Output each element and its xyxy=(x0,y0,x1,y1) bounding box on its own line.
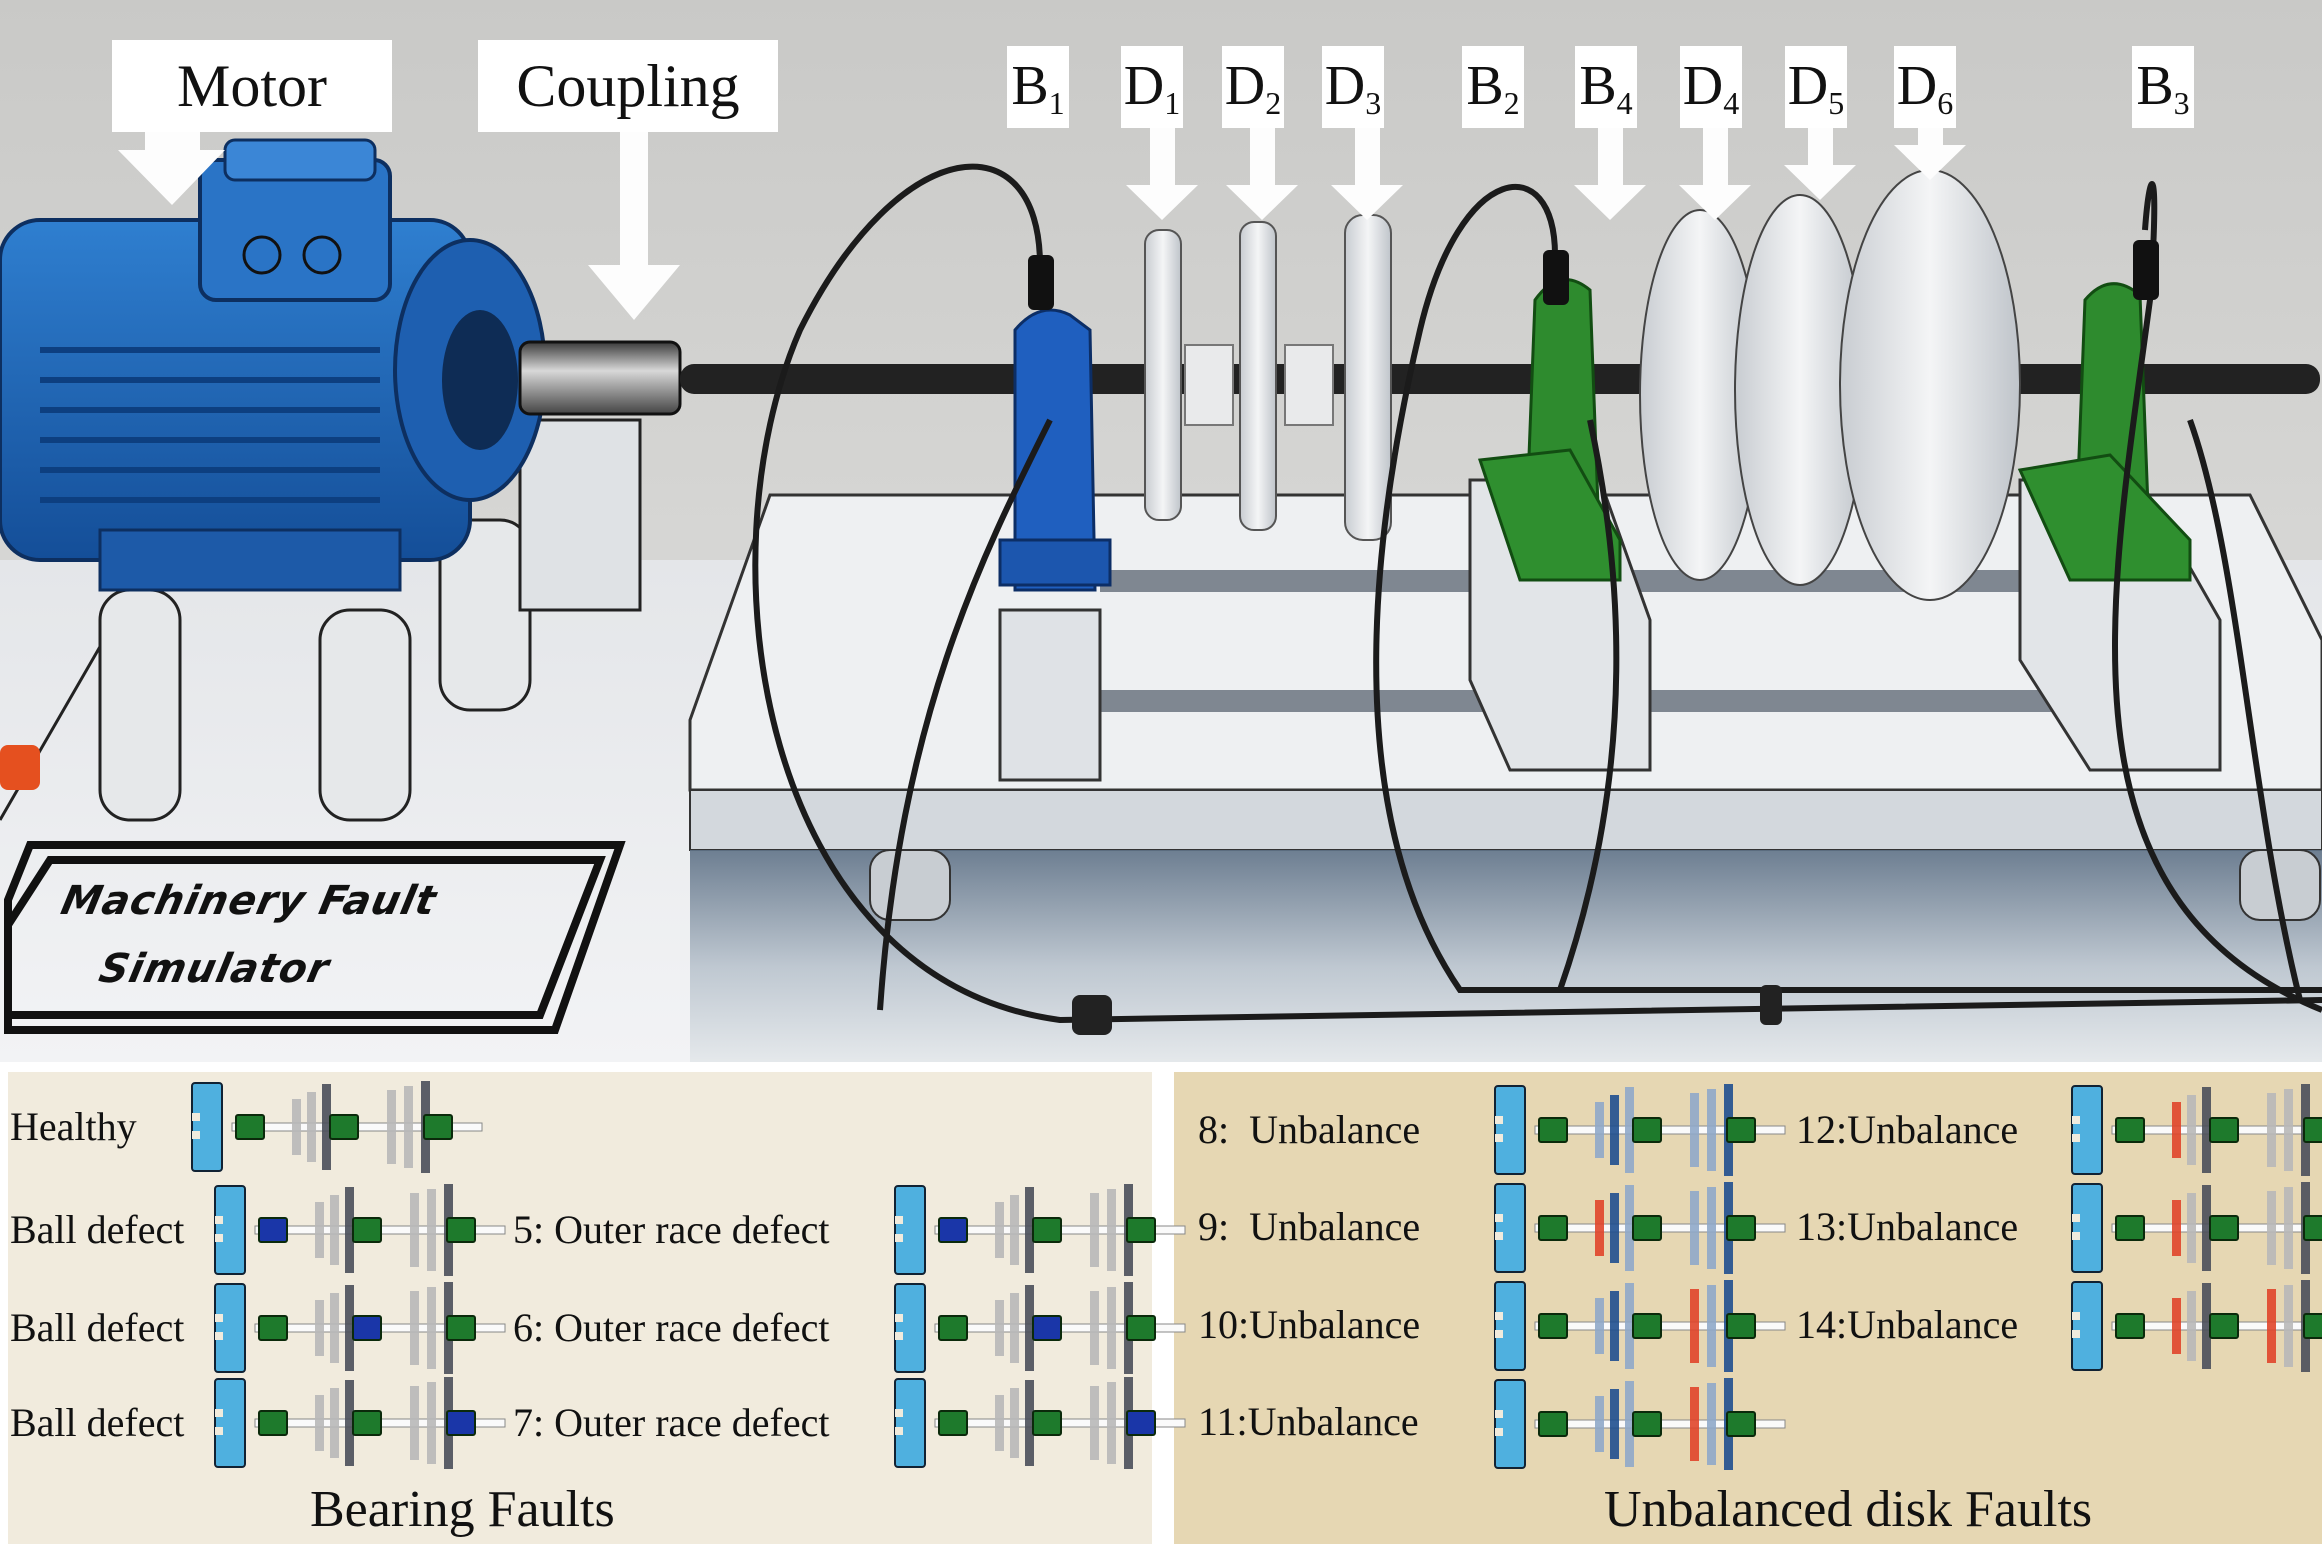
motor-mounts xyxy=(98,418,642,822)
sign-line-1: Machinery Fault xyxy=(57,878,441,924)
bearing-housing-b1 xyxy=(998,308,1112,782)
bearing-faults-title: Bearing Faults xyxy=(310,1481,615,1538)
tag-subscript: 5 xyxy=(1828,85,1845,121)
case-label-unbalance-11: 11:Unbalance xyxy=(1198,1399,1419,1444)
bearing-faults-panel: Healthy Ball defect Ball defect Ball def… xyxy=(8,1072,1152,1544)
shaft xyxy=(680,364,2320,394)
case-label-unbalance-9: 9: Unbalance xyxy=(1198,1204,1421,1249)
tag-subscript: 4 xyxy=(1723,85,1740,121)
tag-subscript: 3 xyxy=(2173,85,2190,121)
power-connector xyxy=(0,745,40,790)
coupling xyxy=(518,340,682,416)
bearing-housing-b2 xyxy=(1468,278,1652,772)
case-label-outer-race-6: 6: Outer race defect xyxy=(513,1305,830,1350)
tag-d4: D4 xyxy=(1680,46,1742,128)
sign-line-2: Simulator xyxy=(95,946,334,992)
tag-d1: D1 xyxy=(1121,46,1183,128)
tag-letter: D xyxy=(1324,55,1366,117)
motor-callout: Motor xyxy=(112,40,392,132)
case-label-unbalance-14: 14:Unbalance xyxy=(1796,1302,2019,1347)
tag-d5: D5 xyxy=(1785,46,1847,128)
tag-b1: B1 xyxy=(1007,46,1069,128)
tag-subscript: 3 xyxy=(1365,85,1382,121)
tag-subscript: 1 xyxy=(1164,85,1181,121)
test-rig-scene: Motor Coupling B1 D1 D2 D3 B2 B4 D4 D5 D… xyxy=(0,0,2322,1062)
tag-letter: D xyxy=(1224,55,1266,117)
tag-letter: D xyxy=(1787,55,1829,117)
tag-d2: D2 xyxy=(1222,46,1284,128)
tag-letter: B xyxy=(2136,55,2174,117)
disks-d4-d6 xyxy=(1639,169,2021,601)
tag-d6: D6 xyxy=(1894,46,1956,128)
case-label-outer-race-7: 7: Outer race defect xyxy=(513,1400,830,1445)
motor xyxy=(0,138,547,592)
tag-letter: B xyxy=(1011,55,1049,117)
tag-subscript: 2 xyxy=(1503,85,1520,121)
machinery-fault-simulator-sign xyxy=(3,841,626,1034)
unbalanced-disk-faults-title: Unbalanced disk Faults xyxy=(1604,1481,2093,1538)
coupling-callout: Coupling xyxy=(478,40,778,132)
tag-letter: D xyxy=(1123,55,1165,117)
tag-b2: B2 xyxy=(1462,46,1524,128)
tag-b4: B4 xyxy=(1575,46,1637,128)
case-label-healthy: Healthy xyxy=(10,1104,137,1149)
test-rig-illustration xyxy=(0,0,2322,1062)
tag-d3: D3 xyxy=(1322,46,1384,128)
case-label-ball-defect-b1: Ball defect xyxy=(10,1207,185,1252)
tag-letter: D xyxy=(1896,55,1938,117)
disks-d1-d3 xyxy=(1144,214,1392,541)
case-label-unbalance-12: 12:Unbalance xyxy=(1796,1107,2019,1152)
bearing-housing-b3 xyxy=(2017,282,2222,772)
tag-subscript: 2 xyxy=(1265,85,1282,121)
case-label-outer-race-5: 5: Outer race defect xyxy=(513,1207,830,1252)
case-label-unbalance-10: 10:Unbalance xyxy=(1198,1302,1421,1347)
tag-b3: B3 xyxy=(2132,46,2194,128)
unbalanced-disk-faults-panel: 8: Unbalance 9: Unbalance 10:Unbalance 1… xyxy=(1174,1072,2322,1544)
tag-subscript: 1 xyxy=(1048,85,1065,121)
tag-subscript: 4 xyxy=(1616,85,1633,121)
case-label-ball-defect-b3: Ball defect xyxy=(10,1400,185,1445)
tag-letter: B xyxy=(1466,55,1504,117)
tag-letter: D xyxy=(1682,55,1724,117)
case-label-ball-defect-b2: Ball defect xyxy=(10,1305,185,1350)
case-label-unbalance-8: 8: Unbalance xyxy=(1198,1107,1421,1152)
sensor-cables xyxy=(752,163,2322,1024)
tag-letter: B xyxy=(1579,55,1617,117)
tag-subscript: 6 xyxy=(1937,85,1954,121)
case-label-unbalance-13: 13:Unbalance xyxy=(1796,1204,2019,1249)
callout-arrows xyxy=(118,128,1966,320)
